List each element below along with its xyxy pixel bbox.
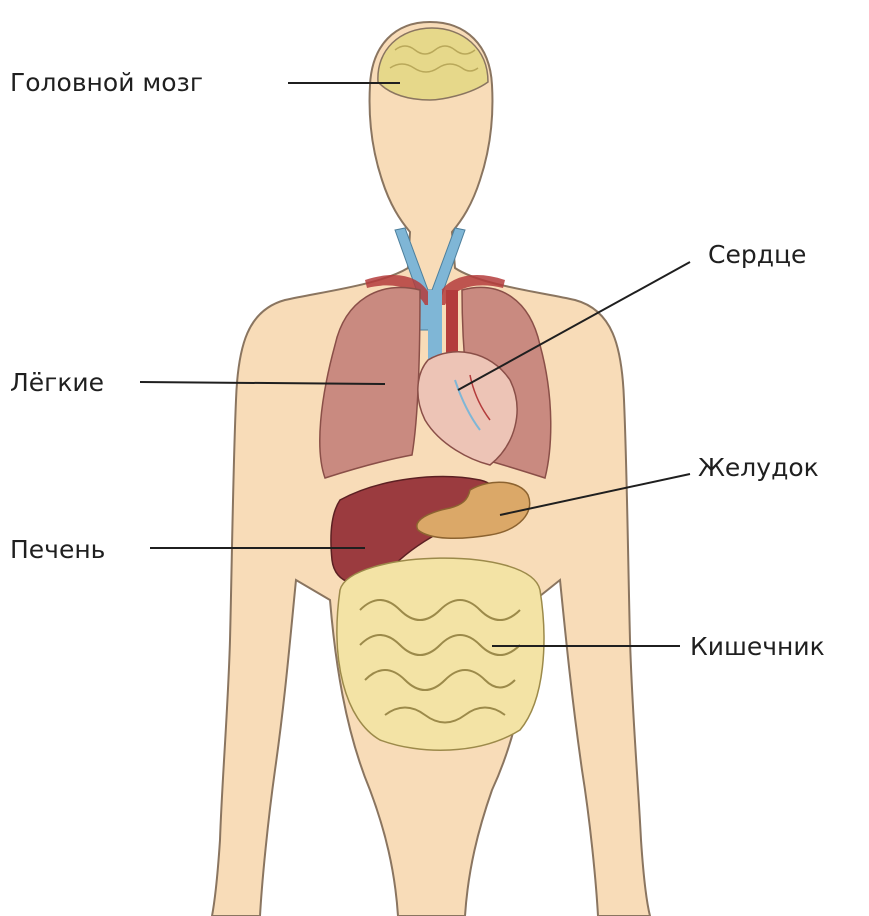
heart-label: Сердце	[708, 242, 806, 267]
lungs-label: Лёгкие	[10, 370, 104, 395]
stomach-label: Желудок	[698, 455, 819, 480]
brain-label: Головной мозг	[10, 70, 203, 95]
intestines-shape	[337, 558, 544, 750]
body-silhouette	[212, 22, 650, 916]
liver-label: Печень	[10, 537, 105, 562]
intestine-label: Кишечник	[690, 634, 825, 659]
